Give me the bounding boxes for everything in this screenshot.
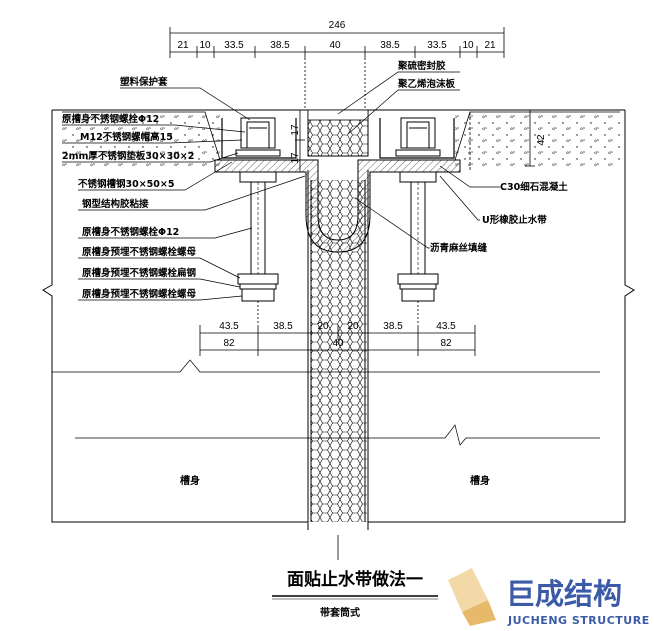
label-c30-concrete: C30细石混凝土 xyxy=(500,181,568,193)
label-m12-nut: M12不锈钢螺帽高15 xyxy=(80,131,173,143)
bottom-dimension-chain xyxy=(199,301,476,356)
dim-top-7: 33.5 xyxy=(427,40,447,51)
dim-bot-7: 82 xyxy=(223,338,235,349)
dim-bot-4: 20 xyxy=(347,321,359,332)
dim-top-4: 38.5 xyxy=(270,40,290,51)
label-orig-bolt-lower: 原槽身不锈钢螺栓Φ12 xyxy=(82,226,179,238)
dim-top-1: 21 xyxy=(177,40,189,51)
label-channel-steel: 不锈钢槽钢30×50×5 xyxy=(78,178,174,190)
drawing-title: 面贴止水带做法一 xyxy=(287,569,423,590)
label-pe-foam-board: 聚乙烯泡沫板 xyxy=(397,78,456,90)
dim-top-6: 38.5 xyxy=(380,40,400,51)
label-embedded-nut-1: 原槽身预埋不锈钢螺栓螺母 xyxy=(82,246,197,258)
label-body-right: 槽身 xyxy=(470,474,490,487)
dim-top-8: 10 xyxy=(462,40,474,51)
label-asphalt-hemp: 沥青麻丝填缝 xyxy=(430,242,488,254)
drawing-subtitle: 带套筒式 xyxy=(320,606,360,619)
dim-side-right: 42 xyxy=(536,134,547,146)
fine-concrete-right xyxy=(455,112,620,166)
dim-top-2: 10 xyxy=(199,40,211,51)
label-body-left: 槽身 xyxy=(180,474,200,487)
label-plastic-sleeve: 塑料保护套 xyxy=(120,76,168,88)
watermark-en: JUCHENG STRUCTURE xyxy=(507,614,650,627)
dim-bot-8: 40 xyxy=(332,338,344,349)
u-rubber-waterstop xyxy=(214,159,461,253)
dim-bot-3: 20 xyxy=(317,321,329,332)
label-polysulfide-sealant: 聚硫密封胶 xyxy=(397,60,446,72)
right-bolt-assembly xyxy=(395,117,441,302)
dim-top-9: 21 xyxy=(484,40,496,51)
dim-total: 246 xyxy=(329,20,346,31)
top-dimension-chain xyxy=(169,27,505,110)
dim-bot-5: 38.5 xyxy=(383,321,403,332)
label-embedded-nut-2: 原槽身预埋不锈钢螺栓螺母 xyxy=(82,288,197,300)
label-epoxy-bonding: 钢型结构胶粘接 xyxy=(82,198,149,210)
right-leaders xyxy=(337,71,500,249)
dim-bot-9: 82 xyxy=(440,338,452,349)
label-steel-shim: 2mm厚不锈钢垫板30×30×2 xyxy=(62,150,194,162)
watermark-logo xyxy=(448,568,496,626)
watermark: 巨成结构 JUCHENG STRUCTURE xyxy=(448,568,650,627)
channel-steel xyxy=(221,118,455,159)
polysulfide-sealant xyxy=(307,109,369,121)
dim-top-3: 33.5 xyxy=(224,40,244,51)
dim-top-5: 40 xyxy=(329,40,341,51)
left-leaders xyxy=(62,87,306,301)
left-side-dimension xyxy=(295,109,305,173)
fine-concrete-left xyxy=(60,112,220,166)
dim-side-left-a: 17 xyxy=(290,124,301,136)
dim-bot-2: 38.5 xyxy=(273,321,293,332)
left-bolt-assembly xyxy=(235,117,281,302)
label-u-waterstop: U形橡胶止水带 xyxy=(482,214,547,226)
dim-side-left-b: 17 xyxy=(290,152,301,164)
dim-bot-1: 43.5 xyxy=(219,321,239,332)
right-side-dimension xyxy=(525,109,535,167)
label-orig-bolt-top: 原槽身不锈钢螺栓Φ12 xyxy=(62,113,159,125)
label-embedded-flat-steel: 原槽身预埋不锈钢螺栓扁钢 xyxy=(82,267,197,279)
watermark-cn: 巨成结构 xyxy=(506,577,622,611)
dim-bot-6: 43.5 xyxy=(436,321,456,332)
